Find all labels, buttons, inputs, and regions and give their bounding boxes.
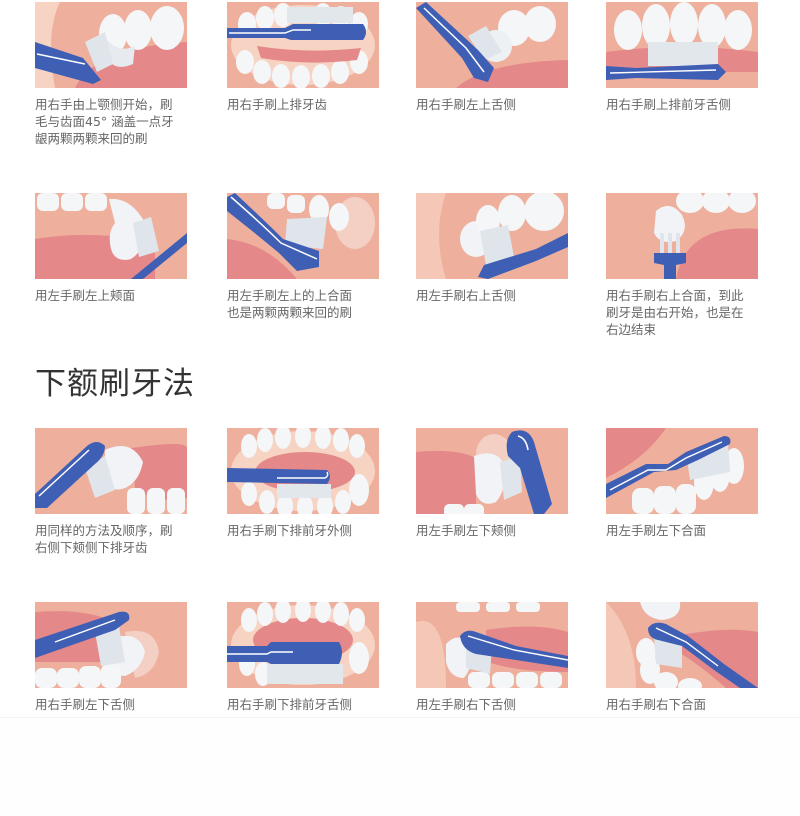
step-caption: 用左手刷左上的上合面 也是两颗两颗来回的刷 — [227, 288, 353, 320]
step-caption: 用左手刷左下合面 — [606, 523, 707, 538]
illustration-upper-left-occlusal — [227, 193, 379, 279]
step-caption: 用右手由上颚侧开始，刷 毛与齿面45° 涵盖一点牙 龈两颗两颗来回的刷 — [35, 97, 174, 146]
step-caption: 用右手刷上排牙齿 — [227, 97, 328, 112]
toothbrush-illustration-icon — [35, 193, 187, 279]
step-caption: 用右手刷左下舌侧 — [35, 697, 136, 712]
illustration-upper-front-inner — [227, 2, 379, 88]
step-card: 用左手刷左上颊面 — [35, 193, 191, 304]
illustration-lower-left-occlusal — [606, 428, 758, 514]
step-card: 用右手刷上排前牙舌侧 — [606, 2, 762, 113]
step-caption: 用右手刷上排前牙舌侧 — [606, 97, 732, 112]
step-card: 用右手刷左上舌侧 — [416, 2, 572, 113]
toothbrush-illustration-icon — [35, 2, 187, 88]
toothbrush-illustration-icon — [227, 193, 379, 279]
step-caption: 用右手刷下排前牙外侧 — [227, 523, 353, 538]
illustration-lower-left-buccal — [416, 428, 568, 514]
illustration-lower-right-buccal — [35, 428, 187, 514]
illustration-lower-front-outer — [227, 428, 379, 514]
step-caption: 用右手刷右上合面，到此 刷牙是由右开始，也是在 右边结束 — [606, 288, 744, 337]
toothbrush-illustration-icon — [606, 2, 758, 88]
step-card: 用右手由上颚侧开始，刷 毛与齿面45° 涵盖一点牙 龈两颗两颗来回的刷 — [35, 2, 191, 147]
step-caption: 用右手刷右下合面 — [606, 697, 707, 712]
step-card: 用左手刷右下舌侧 — [416, 602, 572, 713]
brushing-guide-page: 用右手由上颚侧开始，刷 毛与齿面45° 涵盖一点牙 龈两颗两颗来回的刷 — [35, 2, 762, 713]
step-caption: 用左手刷右上舌侧 — [416, 288, 517, 303]
section-heading: 下额刷牙法 — [35, 366, 195, 402]
illustration-upper-right-lingual — [416, 193, 568, 279]
illustration-lower-right-lingual — [416, 602, 568, 688]
toothbrush-illustration-icon — [35, 602, 187, 688]
illustration-upper-left-lingual — [416, 2, 568, 88]
step-card: 用左手刷左下颊侧 — [416, 428, 572, 539]
step-caption: 用同样的方法及顺序，刷 右侧下颊侧下排牙齿 — [35, 523, 173, 555]
step-card: 用左手刷右上舌侧 — [416, 193, 572, 304]
toothbrush-illustration-icon — [606, 428, 758, 514]
toothbrush-illustration-icon — [227, 602, 379, 688]
step-card: 用右手刷上排牙齿 — [227, 2, 383, 113]
step-card: 用右手刷左下舌侧 — [35, 602, 191, 713]
toothbrush-illustration-icon — [416, 2, 568, 88]
step-card: 用同样的方法及顺序，刷 右侧下颊侧下排牙齿 — [35, 428, 191, 556]
step-caption: 用左手刷右下舌侧 — [416, 697, 517, 712]
step-caption: 用左手刷左下颊侧 — [416, 523, 517, 538]
step-card: 用左手刷左上的上合面 也是两颗两颗来回的刷 — [227, 193, 383, 321]
toothbrush-illustration-icon — [416, 193, 568, 279]
toothbrush-illustration-icon — [35, 428, 187, 514]
step-caption: 用右手刷左上舌侧 — [416, 97, 517, 112]
toothbrush-illustration-icon — [416, 428, 568, 514]
step-card: 用右手刷右上合面，到此 刷牙是由右开始，也是在 右边结束 — [606, 193, 762, 338]
step-card: 用右手刷右下合面 — [606, 602, 762, 713]
illustration-upper-left-buccal — [35, 193, 187, 279]
step-card: 用右手刷下排前牙舌侧 — [227, 602, 383, 713]
illustration-upper-front-lingual — [606, 2, 758, 88]
illustration-upper-right-occlusal — [606, 193, 758, 279]
toothbrush-illustration-icon — [606, 193, 758, 279]
illustration-lower-left-lingual — [35, 602, 187, 688]
step-caption: 用左手刷左上颊面 — [35, 288, 136, 303]
illustration-lower-front-lingual — [227, 602, 379, 688]
illustration-lower-right-occlusal — [606, 602, 758, 688]
toothbrush-illustration-icon — [227, 2, 379, 88]
illustration-upper-left-outer-45deg — [35, 2, 187, 88]
toothbrush-illustration-icon — [606, 602, 758, 688]
step-caption: 用右手刷下排前牙舌侧 — [227, 697, 353, 712]
toothbrush-illustration-icon — [416, 602, 568, 688]
step-card: 用左手刷左下合面 — [606, 428, 762, 539]
step-card: 用右手刷下排前牙外侧 — [227, 428, 383, 539]
toothbrush-illustration-icon — [227, 428, 379, 514]
blank-footer-area — [0, 717, 800, 816]
